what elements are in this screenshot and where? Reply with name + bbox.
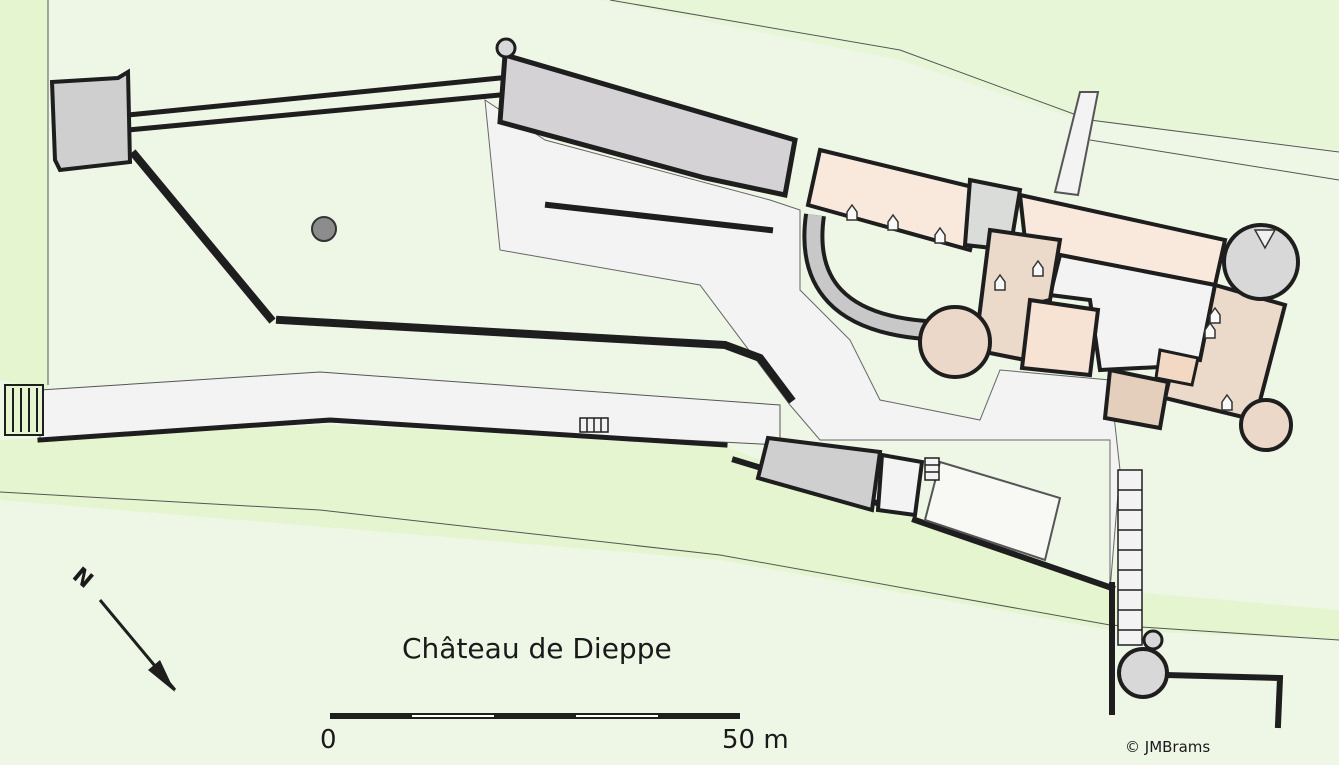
- north-range-building: [497, 51, 798, 198]
- terrain-line-north: [609, 0, 1339, 153]
- southeast-tower: [1239, 398, 1293, 452]
- central-annex: [1019, 297, 1101, 378]
- scale-bar: 0 50 m: [320, 713, 789, 755]
- terrain-line-north-2: [1089, 139, 1339, 181]
- gate-steps: [924, 457, 940, 481]
- gate-guardroom: [875, 452, 925, 518]
- south-outbuilding: [923, 460, 1062, 562]
- south-pavilion: [1102, 367, 1171, 431]
- grass-strip-west: [0, 0, 48, 390]
- south-turret: [1142, 629, 1164, 651]
- tower-roof-dormer: [1253, 229, 1277, 250]
- south-tower: [1117, 647, 1169, 699]
- west-gatehouse: [49, 68, 133, 173]
- grass-strip-north: [600, 0, 1339, 150]
- curved-passage: [806, 214, 926, 337]
- northeast-tower: [1222, 223, 1300, 301]
- south-gatehouse: [755, 435, 883, 513]
- courtyard: [484, 98, 1121, 591]
- scale-start-label: 0: [320, 725, 337, 755]
- terrain-line-south: [0, 491, 1339, 641]
- small-pavilion: [1154, 348, 1200, 387]
- north-bridge: [1053, 91, 1100, 197]
- east-range-west-wing: [805, 147, 988, 253]
- steps-west: [4, 384, 44, 436]
- map-title: Château de Dieppe: [402, 632, 672, 665]
- copyright-credit: © JMBrams: [1125, 738, 1210, 756]
- grass-strip-south: [0, 425, 1339, 640]
- well: [311, 216, 337, 242]
- north-corner-turret: [495, 37, 517, 59]
- scale-end-label: 50 m: [722, 725, 789, 755]
- steps-east: [1117, 469, 1143, 646]
- steps-road: [579, 417, 609, 433]
- west-round-tower: [918, 305, 992, 379]
